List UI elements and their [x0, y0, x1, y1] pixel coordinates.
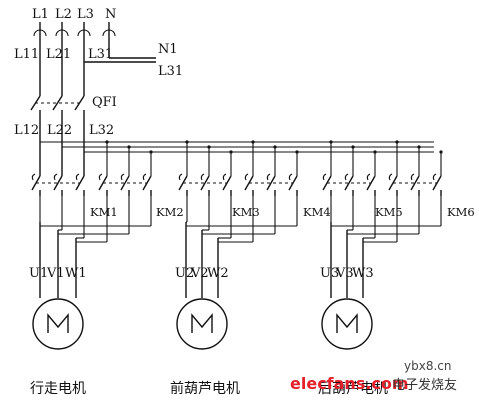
motor-3-symbol [336, 313, 358, 333]
label-l1: L1 [32, 7, 49, 22]
terminal-connectors [33, 29, 116, 37]
contact-km2-2 [120, 175, 130, 191]
contact-hook-km1-1 [31, 173, 36, 181]
terminal-label-v3: V3 [335, 266, 354, 281]
label-l31-aux: L31 [158, 64, 183, 79]
terminal-label-u3: U3 [320, 266, 339, 281]
caption-travel-motor: 行走电机 [30, 381, 86, 397]
contact-km1-2 [53, 175, 63, 191]
label-l11: L11 [14, 47, 39, 62]
terminal-label-w2: W2 [207, 266, 229, 281]
contact-km4-2 [266, 175, 276, 191]
contact-km5-2 [344, 175, 354, 191]
motor-1-symbol [47, 313, 69, 333]
contactor-wiring [31, 126, 443, 298]
watermark-site: elecfans.com [290, 374, 409, 393]
caption-front-hoist-motor: 前葫芦电机 [170, 380, 240, 397]
contact-hook-km3-3 [222, 173, 227, 181]
terminal-label-v2: V2 [190, 266, 209, 281]
contact-hook-km5-3 [366, 173, 371, 181]
terminal-label-w3: W3 [352, 266, 374, 281]
motor-captions: 行走电机 前葫芦电机 后葫芦电机 [30, 380, 388, 397]
supply-labels: L1 L2 L3 N [32, 7, 116, 22]
contact-km3-2 [200, 175, 210, 191]
label-l3: L3 [77, 7, 94, 22]
label-km6: KM6 [447, 205, 475, 219]
label-l32: L32 [89, 123, 114, 138]
contact-hook-km3-2 [200, 173, 205, 181]
terminal-label-v1: V1 [46, 266, 65, 281]
contact-hook-km2-3 [142, 173, 147, 181]
terminal-label-u2: U2 [175, 266, 194, 281]
label-l21: L21 [46, 47, 71, 62]
terminal-label-w1: W1 [65, 266, 87, 281]
label-n1: N1 [158, 42, 178, 57]
label-l31: L31 [88, 47, 113, 62]
breaker-qfi: QFI [30, 95, 117, 126]
contact-hook-km1-2 [53, 173, 58, 181]
caption-rear-hoist-motor: 后葫芦电机 [318, 381, 388, 397]
contact-hook-km2-1 [98, 173, 103, 181]
label-km1: KM1 [90, 205, 118, 219]
contact-km6-2 [410, 175, 420, 191]
contact-hook-km1-3 [75, 173, 80, 181]
contact-hook-km6-1 [388, 173, 393, 181]
fuse-labels: L11 L21 L31 N1 L31 [14, 42, 183, 79]
label-km4: KM4 [303, 205, 331, 219]
motor-1-circle [32, 298, 84, 350]
contact-hook-km4-1 [244, 173, 249, 181]
supply-wires [39, 22, 156, 96]
label-km5: KM5 [375, 205, 403, 219]
contact-hook-km5-2 [344, 173, 349, 181]
contact-hook-km6-3 [432, 173, 437, 181]
label-l12: L12 [14, 123, 39, 138]
label-l2: L2 [55, 7, 72, 22]
contact-hook-km4-3 [288, 173, 293, 181]
terminal-label-u1: U1 [29, 266, 48, 281]
contact-hook-km6-2 [410, 173, 415, 181]
contact-hook-km4-2 [266, 173, 271, 181]
contactor-labels: KM1 KM2 KM3 KM4 KM5 KM6 [90, 205, 475, 219]
watermark-url: ybx8.cn [404, 359, 451, 373]
label-n: N [105, 7, 116, 22]
motor-2-circle [176, 298, 228, 350]
watermark-cn: 电子发烧友 [392, 377, 457, 393]
motor-2-symbol [191, 313, 213, 333]
label-l22: L22 [47, 123, 72, 138]
watermark: ybx8.cn elecfans.com 电子发烧友 [290, 359, 457, 393]
motor-3-circle [321, 298, 373, 350]
breaker-output-labels: L12 L22 L32 [14, 123, 114, 138]
label-qfi: QFI [92, 95, 117, 110]
contact-hook-km3-1 [178, 173, 183, 181]
label-km3: KM3 [232, 205, 260, 219]
label-km2: KM2 [156, 205, 184, 219]
contact-hook-km2-2 [120, 173, 125, 181]
contact-hook-km5-1 [322, 173, 327, 181]
